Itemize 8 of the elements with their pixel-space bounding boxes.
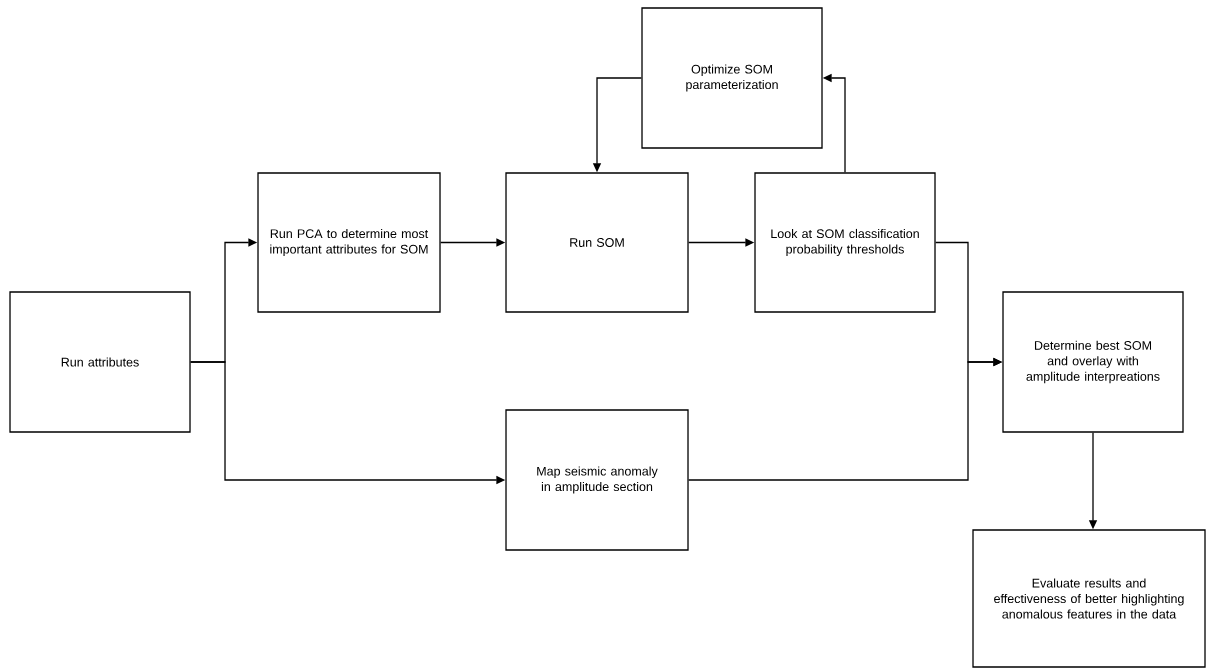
process-box: Run attributes [9, 291, 191, 433]
process-box: Optimize SOM parameterization [641, 7, 823, 149]
process-box: Determine best SOM and overlay with amplitude interpreations [1002, 291, 1184, 433]
process-box: Evaluate results and effectiveness of better highlighting anomalous features in the data [972, 529, 1206, 668]
process-box: Look at SOM classification probability thresholds [754, 172, 936, 313]
process-box: Run SOM [505, 172, 689, 313]
process-box: Run PCA to determine most important attributes for SOM [257, 172, 441, 313]
process-box: Map seismic anomaly in amplitude section [505, 409, 689, 551]
